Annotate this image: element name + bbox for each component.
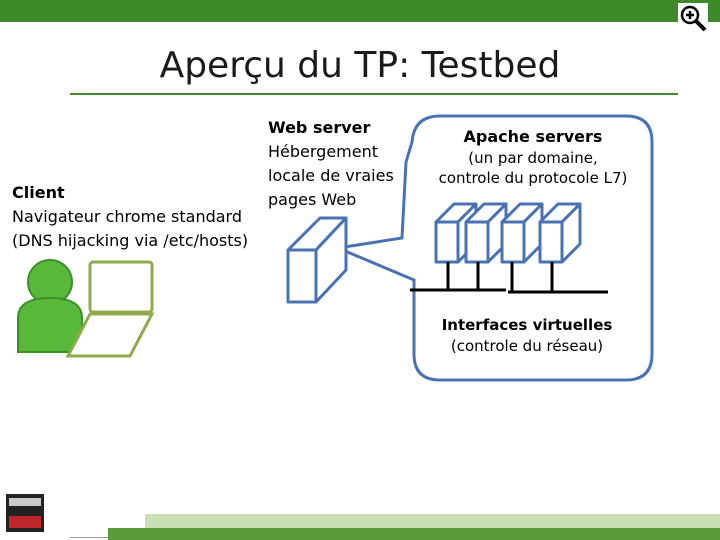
web-server-icon xyxy=(286,216,348,304)
web-server-line-1: Hébergement xyxy=(268,142,379,161)
footer-band-dark xyxy=(108,528,720,540)
client-heading: Client xyxy=(12,183,65,202)
page-title: Aperçu du TP: Testbed xyxy=(159,45,561,86)
apache-line-2: controle du protocole L7) xyxy=(438,169,628,187)
title-divider xyxy=(70,93,678,95)
apache-line-1: (un par domaine, xyxy=(468,149,598,167)
top-bar xyxy=(0,0,720,22)
zoom-in-icon[interactable] xyxy=(678,3,708,33)
web-server-label: Web server Hébergement locale de vraies … xyxy=(268,116,394,212)
apache-server-icon-4 xyxy=(538,202,582,264)
laptop-icon xyxy=(65,260,155,358)
apache-heading: Apache servers xyxy=(463,127,603,146)
client-label: Client Navigateur chrome standard (DNS h… xyxy=(12,181,248,253)
interfaces-line-1: (controle du réseau) xyxy=(450,337,604,355)
web-server-heading: Web server xyxy=(268,118,371,137)
interfaces-heading: Interfaces virtuelles xyxy=(441,316,613,334)
client-line-1: Navigateur chrome standard xyxy=(12,207,243,226)
apache-label: Apache servers (un par domaine, controle… xyxy=(414,126,652,188)
footer-rule xyxy=(70,537,110,538)
user-icon xyxy=(17,259,83,353)
web-server-line-2: locale de vraies xyxy=(268,166,394,185)
telecom-paristech-logo xyxy=(6,494,44,532)
client-line-2: (DNS hijacking via /etc/hosts) xyxy=(12,231,249,250)
interfaces-label: Interfaces virtuelles (controle du résea… xyxy=(414,314,640,356)
web-server-line-3: pages Web xyxy=(268,190,357,209)
footer-band-light xyxy=(145,514,720,530)
virtual-interface-lines xyxy=(410,262,608,294)
